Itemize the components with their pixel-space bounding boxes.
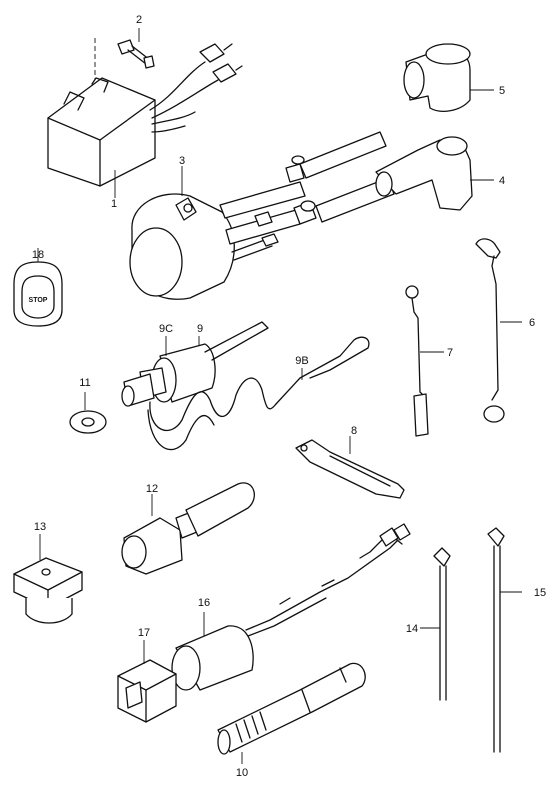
callout-9: 9	[197, 323, 203, 335]
ignition-coil	[129, 181, 306, 300]
callout-3: 3	[179, 155, 185, 167]
callout-2: 2	[136, 14, 142, 26]
callout-11: 11	[79, 377, 90, 389]
callout-4: 4	[499, 175, 505, 187]
callout-17: 17	[138, 627, 150, 639]
callout-1: 1	[111, 198, 117, 210]
callout-18: 18	[32, 249, 44, 261]
callout-7: 7	[447, 347, 453, 359]
callout-5: 5	[499, 85, 505, 97]
callout-16: 16	[198, 597, 210, 609]
sensor	[121, 482, 255, 575]
callout-9c: 9C	[159, 323, 173, 335]
cable-tie-short	[433, 547, 451, 701]
stop-switch	[121, 321, 370, 451]
callout-13: 13	[34, 521, 46, 533]
callout-10: 10	[236, 767, 248, 779]
connector-socket	[171, 523, 411, 691]
washer	[69, 410, 107, 434]
high-tension-cables	[285, 131, 395, 225]
callout-12: 12	[146, 483, 158, 495]
callout-15: 15	[534, 587, 546, 599]
stop-cap: STOP	[13, 261, 63, 327]
grommet	[13, 557, 83, 624]
stop-label: STOP	[29, 297, 48, 304]
callout-6: 6	[529, 317, 535, 329]
cdi-unit	[47, 43, 243, 187]
bolt	[117, 39, 155, 69]
cable-tie-long	[487, 527, 505, 753]
protective-tube	[217, 662, 366, 755]
ground-lead-short	[405, 285, 429, 437]
plug-cap	[375, 136, 473, 211]
spark-plug-cap	[403, 43, 471, 112]
callout-9b: 9B	[295, 355, 308, 367]
connector-plug	[117, 659, 177, 723]
bracket	[295, 439, 405, 499]
ground-lead-long	[475, 238, 505, 423]
callout-14: 14	[406, 623, 418, 635]
callout-8: 8	[351, 425, 357, 437]
